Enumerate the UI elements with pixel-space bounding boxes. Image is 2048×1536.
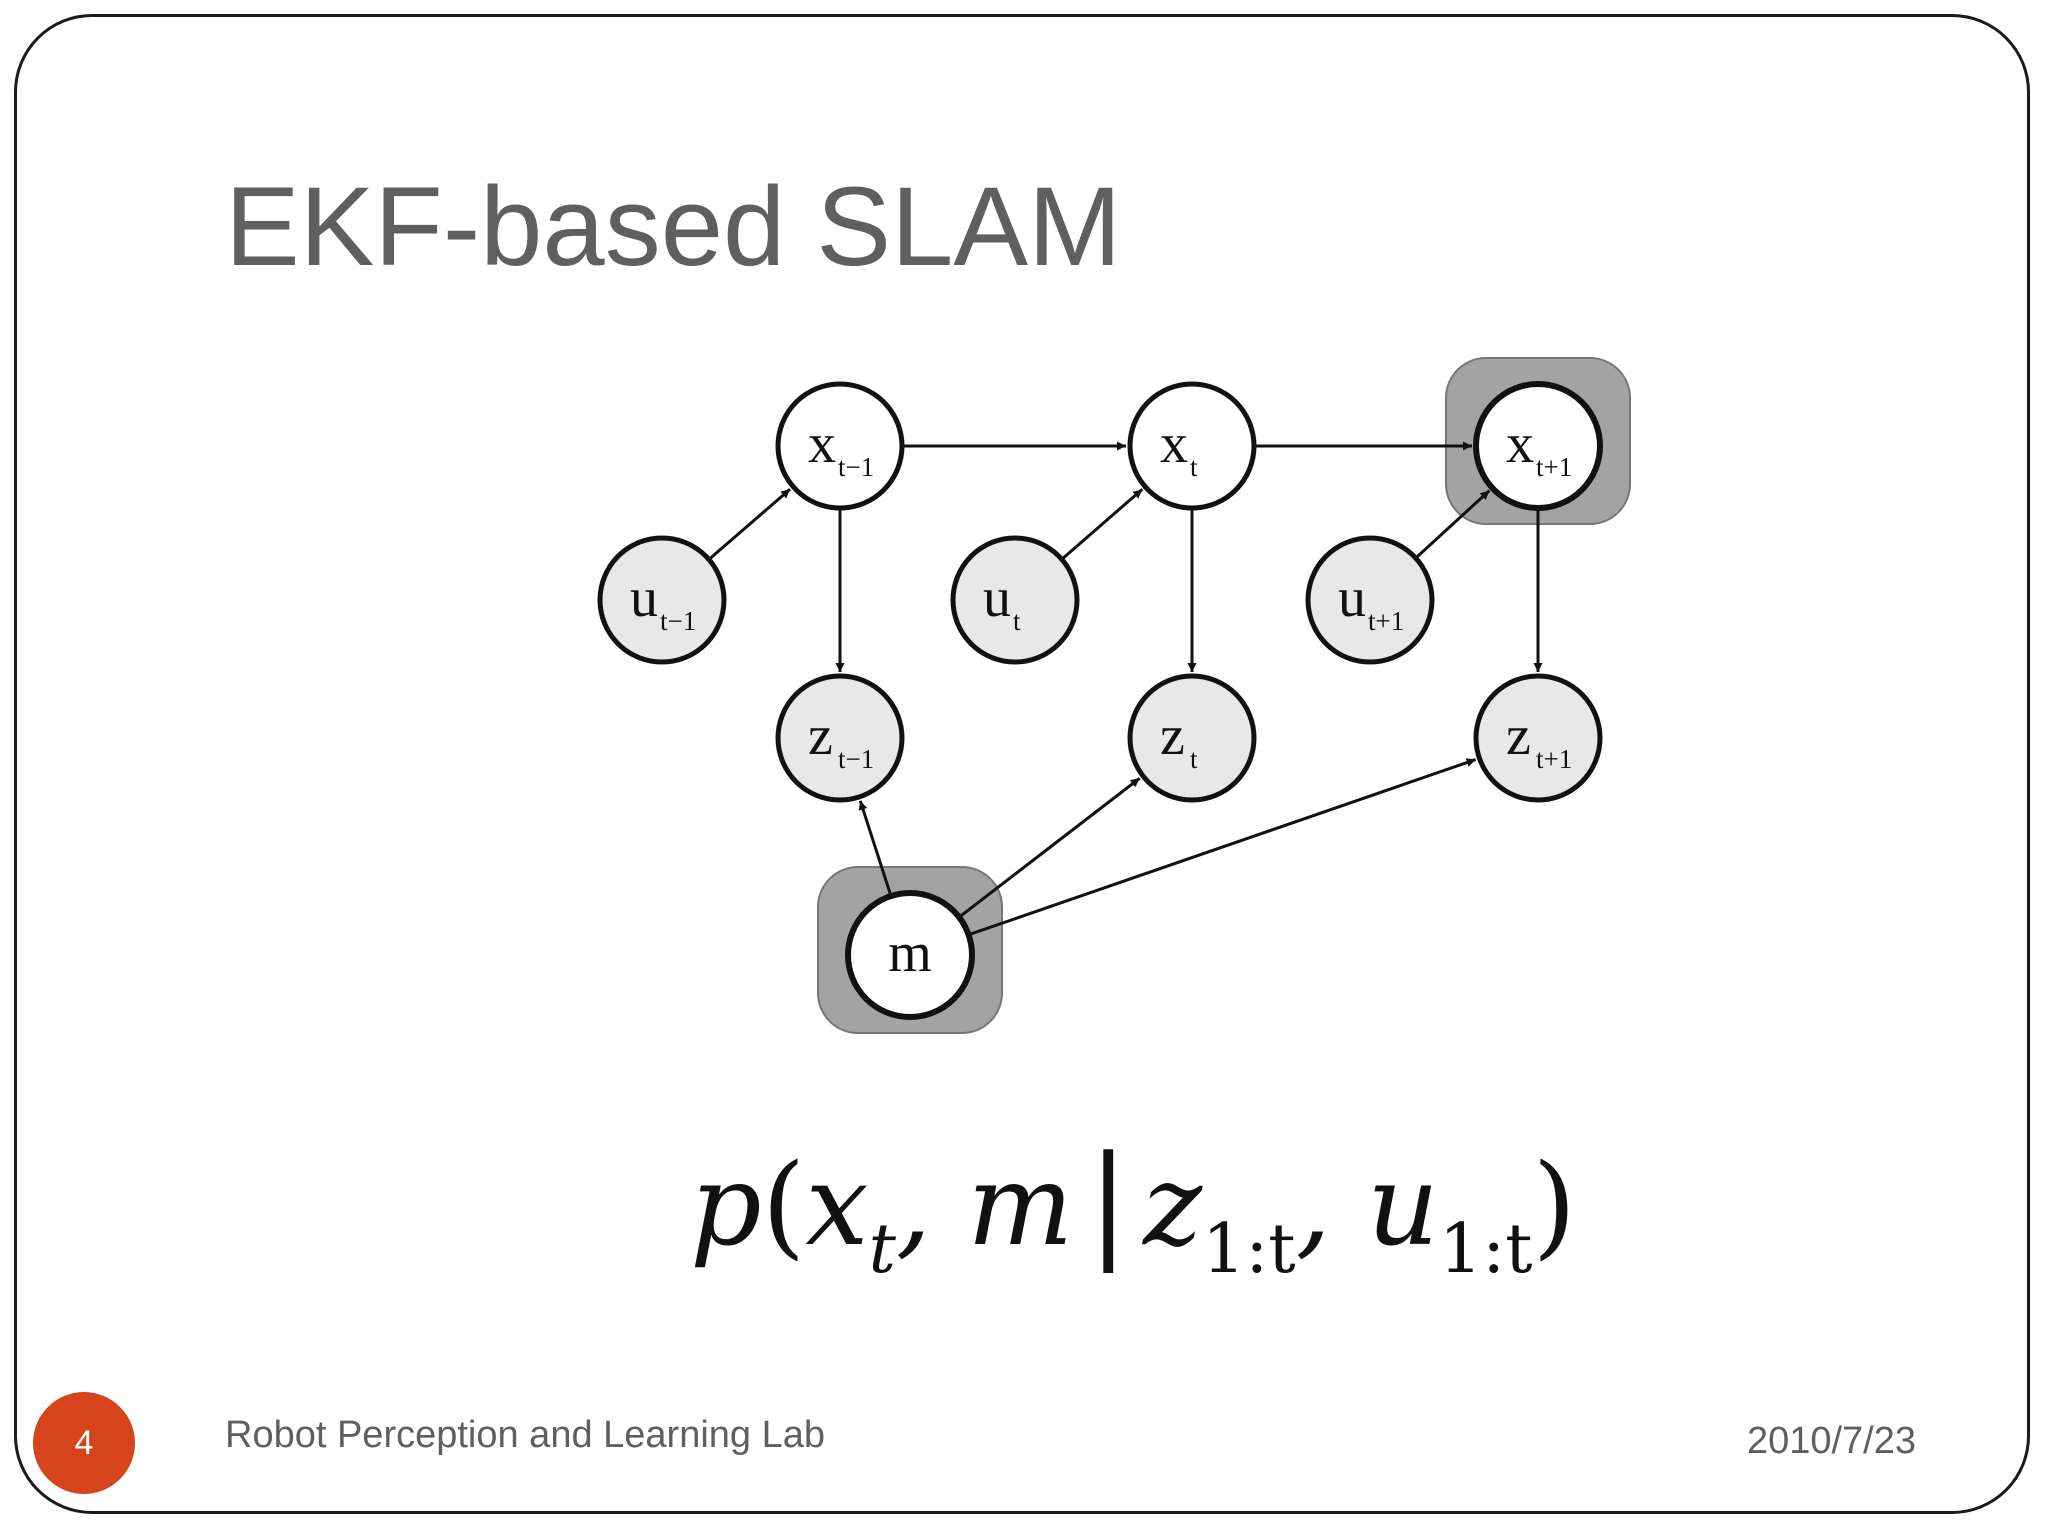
- node-label: x: [1160, 413, 1188, 475]
- node-circle: [950, 535, 1080, 665]
- node-circle: [775, 673, 905, 803]
- node-subscript: t: [1190, 452, 1198, 482]
- formula-close-paren: ): [1532, 1141, 1577, 1271]
- node-label: u: [983, 567, 1011, 629]
- node-circle: [1473, 381, 1603, 511]
- edge-u-prev-to-x-prev: [709, 488, 792, 560]
- slide-frame: [14, 14, 2030, 1514]
- edge-u-t-to-x-t: [1062, 488, 1144, 560]
- node-circle: [845, 890, 975, 1020]
- edge-u-next-to-x-next: [1416, 489, 1491, 558]
- node-circle: [1473, 673, 1603, 803]
- node-circle: [775, 381, 905, 511]
- posterior-formula: p(xt, m|z1:t, u1:t): [690, 1130, 1577, 1289]
- footer-lab-name: Robot Perception and Learning Lab: [225, 1414, 826, 1456]
- node-label: x: [1506, 413, 1534, 475]
- formula-u: u: [1366, 1141, 1439, 1271]
- node-label: z: [1160, 705, 1185, 767]
- formula-x: x: [805, 1141, 869, 1271]
- node-subscript: t+1: [1368, 606, 1404, 636]
- node-circle: [1127, 381, 1257, 511]
- edge-m-to-z-t: [959, 777, 1141, 918]
- formula-p: p: [690, 1141, 762, 1271]
- formula-comma-1: ,: [895, 1141, 968, 1271]
- formula-z: z: [1143, 1141, 1203, 1271]
- node-subscript: t−1: [838, 744, 874, 774]
- node-circle: [597, 535, 727, 665]
- node-label: m: [888, 922, 932, 984]
- formula-m: m: [967, 1141, 1074, 1271]
- formula-z-sub: 1:t: [1202, 1210, 1296, 1289]
- footer-date: 2010/7/23: [1746, 1420, 1916, 1462]
- node-subscript: t−1: [838, 452, 874, 482]
- formula-u-sub: 1:t: [1438, 1210, 1533, 1289]
- node-subscript: t−1: [660, 606, 696, 636]
- node-subscript: t: [1190, 744, 1198, 774]
- node-label: z: [808, 705, 833, 767]
- node-m: m: [845, 890, 975, 1020]
- node-circle: [1127, 673, 1257, 803]
- node-subscript: t+1: [1536, 744, 1572, 774]
- node-label: u: [1338, 567, 1366, 629]
- formula-bar: |: [1087, 1130, 1130, 1274]
- node-label: x: [808, 413, 836, 475]
- page-number-badge: 4: [33, 1392, 135, 1494]
- node-label: z: [1506, 705, 1531, 767]
- slide-title: EKF-based SLAM: [225, 164, 1122, 289]
- formula-open-paren: (: [761, 1141, 806, 1271]
- node-subscript: t: [1013, 606, 1021, 636]
- node-subscript: t+1: [1536, 452, 1572, 482]
- edge-m-to-z-prev: [858, 800, 892, 895]
- node-label: u: [630, 567, 658, 629]
- edge-m-to-z-next: [970, 758, 1477, 936]
- formula-x-sub: t: [868, 1210, 896, 1289]
- formula-comma-2: ,: [1295, 1141, 1367, 1271]
- node-circle: [1305, 535, 1435, 665]
